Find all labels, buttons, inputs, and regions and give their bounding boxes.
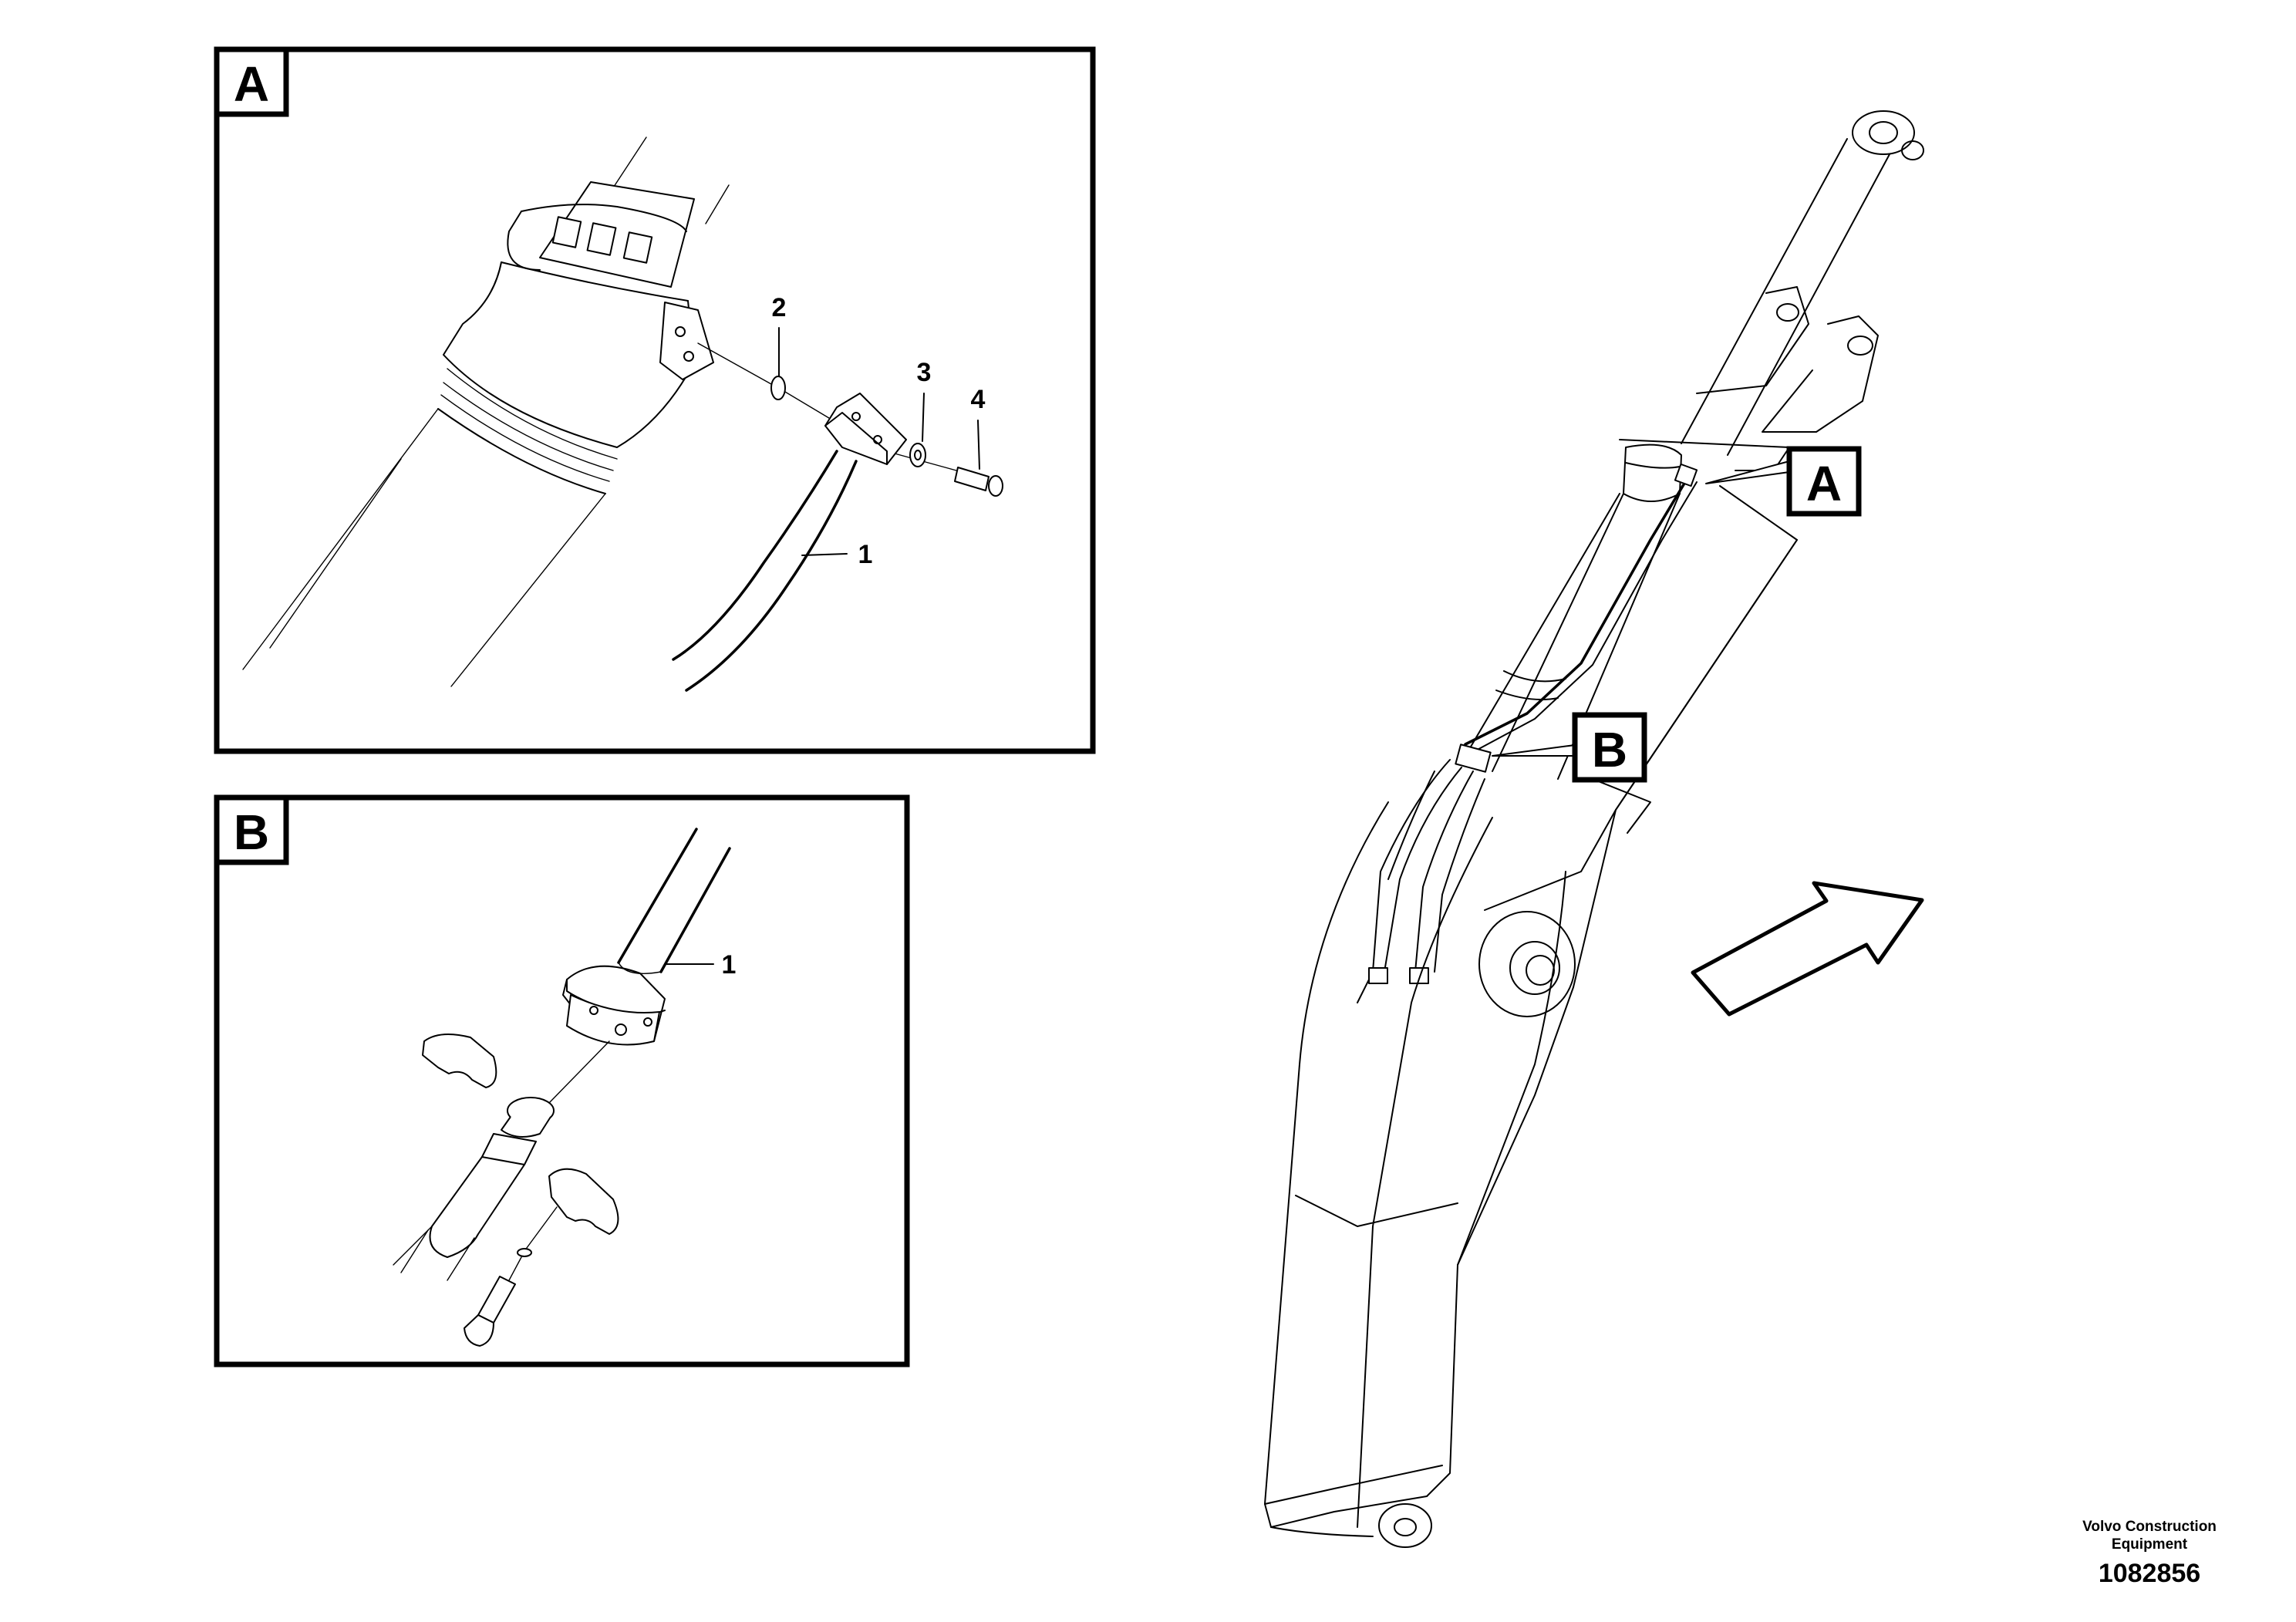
detail-b-frame (214, 794, 910, 1367)
detail-a-letter: A (234, 56, 269, 112)
detail-b-letter: B (234, 804, 269, 860)
detail-a-cylinder (242, 137, 730, 687)
detail-a-letter-box (214, 46, 289, 117)
overview-tag-b (1572, 712, 1647, 783)
overview-tag-a-letter: A (1806, 456, 1842, 511)
detail-a-panel: A (214, 46, 1096, 754)
boom-overview: A B (1264, 110, 1924, 1548)
detail-b-letter-box (214, 794, 289, 865)
callout-1-detail-a: 1 (858, 540, 873, 569)
washer-3 (909, 443, 926, 467)
credit-line-2: Equipment (2111, 1536, 2188, 1553)
detail-b-bolt (464, 1276, 516, 1347)
bolt-4 (954, 467, 990, 491)
direction-arrow (1691, 881, 1924, 1017)
detail-b-cylinder-port (393, 1097, 555, 1281)
overview-tag-a (1786, 446, 1862, 517)
detail-b-split-flange-halves (422, 1034, 619, 1235)
callout-2: 2 (772, 293, 787, 322)
callout-3: 3 (917, 358, 932, 387)
callout-1-detail-b: 1 (722, 950, 737, 980)
detail-b-panel: B (214, 794, 910, 1367)
detail-a-hose-fitting (672, 342, 1003, 692)
detail-b-hose-tube (562, 828, 731, 1046)
o-ring-2 (770, 376, 786, 400)
credit-line-1: Volvo Construction (2082, 1519, 2217, 1535)
publisher-credit: Volvo Construction Equipment 1082856 (2049, 1518, 2250, 1590)
detail-a-frame (214, 46, 1096, 754)
callout-4: 4 (971, 385, 986, 414)
overview-tag-b-letter: B (1592, 722, 1627, 777)
illustration-number: 1082856 (2098, 1559, 2201, 1588)
